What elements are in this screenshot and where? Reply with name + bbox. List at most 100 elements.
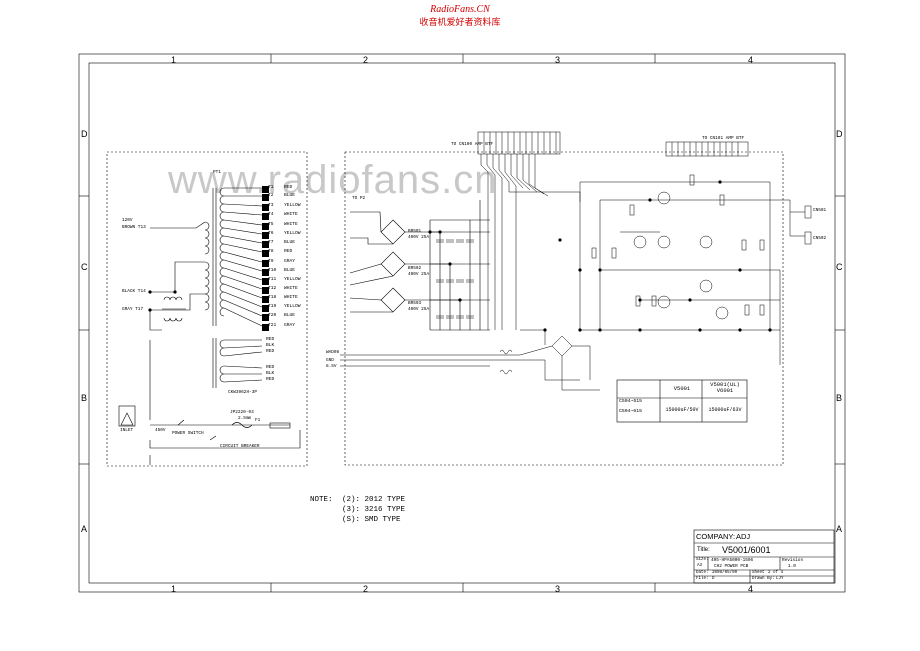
secondary-pin-color: GRAY (284, 259, 296, 264)
note-item-2: (3): 3216 TYPE (342, 506, 406, 514)
note-item-1: (2): 2012 TYPE (342, 496, 406, 504)
note-item-3: (S): SMD TYPE (342, 516, 401, 524)
tap-black: BLACK T14 (122, 289, 146, 294)
date-value: 2008/05/09 (712, 571, 738, 575)
caps-col-v6001: V5001(UL) V6001 (710, 381, 740, 394)
zone-col-4-bottom: 4 (748, 584, 754, 594)
driver-section (579, 141, 812, 365)
bridge-ref-1: BR501 (408, 229, 422, 234)
watermark: www.radiofans.cn (168, 158, 498, 202)
secondary-pin-id: T2 (268, 193, 274, 198)
zone-col-2: 2 (363, 55, 369, 65)
bridge-ref-2: BR502 (408, 266, 422, 271)
secondary-pin-id: T20 (268, 313, 277, 318)
caps-row-2-v6001: 15000uF/63V (708, 407, 742, 413)
note-label: NOTE: (310, 496, 333, 504)
bridge-rectifiers (349, 200, 481, 330)
breaker-label: CIRCUIT BREAKER (220, 444, 260, 449)
zone-row-a-right: A (836, 524, 843, 534)
secondary-pin-color: YELLOW (284, 203, 301, 208)
secondary-pin-id: T12 (268, 286, 277, 291)
secondary-pin-color: WHITE (284, 286, 298, 291)
zone-col-1: 1 (171, 55, 177, 65)
fuse-label: F1 (255, 418, 261, 423)
top-connector (477, 131, 581, 330)
title-label: Title: (697, 547, 710, 553)
transformer-pitch: 2.5mm (238, 416, 252, 421)
frame-inner (88, 62, 836, 584)
secondary-pin-id: T4 (268, 212, 274, 217)
zone-row-c: C (81, 262, 88, 272)
zone-row-c-right: C (836, 262, 843, 272)
secondary-pin-color: GRAY (284, 323, 296, 328)
file-label: File: (696, 577, 709, 581)
secondary-pin-id: T9 (268, 259, 274, 264)
secondary-pin-id: T7 (268, 240, 274, 245)
secondary-pin-id: T11 (268, 277, 277, 282)
title-value: V5001/6001 (722, 545, 771, 555)
file-value: D (712, 577, 715, 581)
date-label: Date: (696, 571, 709, 575)
caps-col-v5001: V5001 (673, 385, 691, 392)
doc-description: CH2 POWER PCB (714, 564, 749, 569)
primary-brown: BROWN T13 (122, 225, 146, 230)
top-connector-label: TO CN100 AMP BTF (451, 142, 494, 147)
secondary-pin-color: YELLOW (284, 304, 301, 309)
secondary-pin-color: BLUE (284, 193, 296, 198)
size-label: Size: (696, 558, 709, 562)
bridge-rating-2: 400V 25A (408, 272, 430, 277)
primary-voltage: 120V (122, 218, 133, 223)
revision-value: 1.0 (788, 564, 796, 569)
small-tap-label: BLK (266, 371, 275, 376)
secondary-pin-terminal (262, 231, 269, 239)
power-board-box (344, 151, 784, 466)
secondary-pin-terminal (262, 259, 269, 267)
v85-label: 8.5V (326, 364, 337, 369)
secondary-pin-color: RED (284, 249, 293, 254)
secondary-pin-id: T8 (268, 249, 274, 254)
zone-col-4: 4 (748, 55, 754, 65)
zone-row-d-right: D (836, 129, 843, 139)
line-filter (162, 296, 186, 322)
bridge-ref-3: BR503 (408, 301, 422, 306)
secondary-pin-id: T1 (268, 185, 274, 190)
transformer-primary (149, 187, 263, 388)
secondary-pin-color: WHITE (284, 212, 298, 217)
bridge-rating-3: 400V 25A (408, 307, 430, 312)
gnd-label: GND (326, 358, 334, 363)
sheet-value: 2 of 4 (768, 571, 784, 575)
site-subtitle: 收音机爱好者资料库 (419, 18, 501, 28)
ac-input-box (106, 151, 308, 467)
secondary-pin-id: T5 (268, 222, 274, 227)
small-tap-label: RED (266, 337, 275, 342)
company-label: COMPANY: (696, 532, 736, 541)
small-tap-label: BLK (266, 343, 275, 348)
small-tap-label: RED (266, 377, 275, 382)
junctions (148, 180, 772, 332)
secondary-pin-terminal (262, 222, 269, 230)
secondary-pin-id: T10 (268, 268, 277, 273)
secondary-pin-color: BLUE (284, 313, 296, 318)
secondary-pin-id: T19 (268, 304, 277, 309)
secondary-pin-terminal (262, 286, 269, 294)
revision-label: Revision (782, 558, 804, 563)
secondary-pin-color: YELLOW (284, 277, 301, 282)
secondary-pin-color: WHITE (284, 222, 298, 227)
secondary-pin-terminal (262, 323, 269, 331)
doc-number: 405-HPA5000-1596 (711, 558, 754, 563)
sheet-label: Sheet (752, 571, 765, 575)
secondary-pin-terminal (262, 212, 269, 220)
tap-gray: GRAY T17 (122, 307, 144, 312)
small-tap-label: RED (266, 365, 275, 370)
secondary-pin-terminal (262, 249, 269, 257)
voltage-label: 450V (155, 428, 166, 433)
secondary-pin-color: YELLOW (284, 231, 301, 236)
caps-row-2-part: C504~615 (619, 409, 643, 414)
wad08-label: WAD08 (326, 350, 340, 355)
zone-col-3: 3 (555, 55, 561, 65)
title-block-grid (693, 529, 835, 584)
secondary-pin-color: RED (284, 185, 293, 190)
secondary-pin-color: WHITE (284, 295, 298, 300)
secondary-pin-color: BLUE (284, 268, 296, 273)
